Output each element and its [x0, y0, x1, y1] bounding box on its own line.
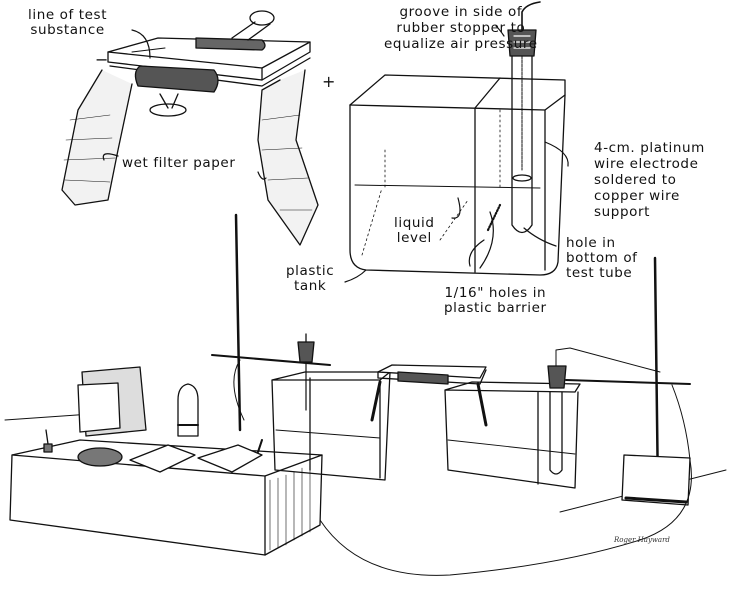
electrode-holder-right	[547, 365, 567, 389]
callout-leaders	[102, 25, 569, 283]
barrier-holes	[486, 203, 502, 232]
label-hole-test-tube: hole in bottom of test tube	[566, 235, 638, 281]
label-plastic-tank: plastic tank	[286, 263, 335, 294]
bridge-clip	[397, 371, 449, 385]
positive-terminal-sign: +	[322, 72, 336, 91]
electrode-holder-left	[297, 341, 315, 363]
control-knob	[77, 447, 123, 467]
power-cable	[319, 384, 692, 576]
binder-clip-back	[195, 37, 266, 51]
main-apparatus	[4, 213, 727, 576]
vacuum-tube	[177, 383, 199, 437]
label-groove-rubber-stopper: groove in side of rubber stopper to equa…	[384, 4, 538, 52]
liquid-level-line	[354, 184, 541, 189]
binder-clip-front	[134, 65, 219, 93]
power-supply-box	[9, 439, 323, 556]
artist-signature: Roger Hayward	[614, 536, 670, 544]
ring-stand-left	[234, 213, 242, 432]
label-platinum-electrode: 4-cm. platinum wire electrode soldered t…	[594, 140, 705, 220]
tank-right	[444, 381, 581, 489]
plastic-tank-inset	[349, 1, 566, 276]
toggle-switch	[43, 429, 53, 453]
filter-paper-left	[61, 69, 133, 206]
test-tube	[511, 55, 533, 234]
label-test-substance: line of test substance	[28, 7, 108, 38]
negative-terminal-sign: −	[95, 50, 109, 69]
label-barrier-holes: 1/16" holes in plastic barrier	[444, 285, 547, 316]
ring-stand-right	[653, 256, 660, 497]
filter-paper-right	[257, 69, 319, 246]
label-liquid-level: liquid level	[394, 215, 435, 246]
filter-paper-bridge-inset	[61, 10, 319, 246]
electrode-wire	[521, 1, 541, 31]
label-wet-filter-paper: wet filter paper	[122, 155, 236, 171]
